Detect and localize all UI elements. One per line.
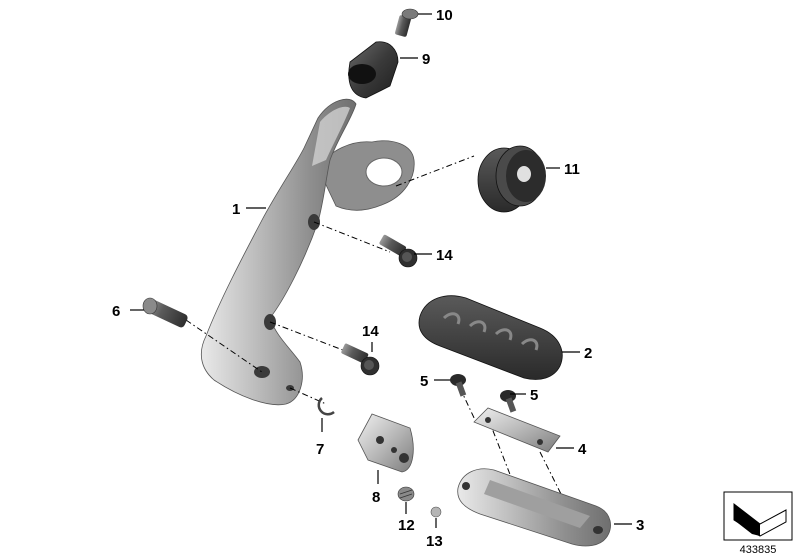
callout-10: 10	[436, 7, 453, 24]
bolt-part-14-upper	[379, 234, 418, 268]
callout-8: 8	[372, 489, 380, 506]
pin-part-6	[142, 297, 188, 328]
callout-5-left: 5	[420, 373, 428, 390]
damper-part-11	[477, 145, 546, 213]
ball-part-13	[430, 506, 442, 518]
callout-4: 4	[578, 441, 587, 458]
leader-lines	[130, 13, 632, 528]
bracket-part-1	[200, 98, 415, 406]
callout-2: 2	[584, 345, 592, 362]
callout-11: 11	[564, 161, 580, 178]
reference-number: 433835	[740, 544, 777, 556]
callout-5-right: 5	[530, 387, 538, 404]
cap-part-9	[348, 41, 399, 99]
callout-3: 3	[636, 517, 644, 534]
callout-7: 7	[316, 441, 324, 458]
callout-6: 6	[112, 303, 120, 320]
callout-12: 12	[398, 517, 415, 534]
callout-13: 13	[426, 533, 443, 550]
screw-part-5-left	[450, 374, 467, 397]
orientation-box: 433835	[723, 491, 793, 556]
screw-part-5-right	[500, 390, 517, 413]
clip-part-7	[317, 397, 335, 416]
bolt-part-14-lower	[341, 343, 380, 376]
callout-14-lower: 14	[362, 323, 379, 340]
footpeg-part-3	[457, 468, 611, 547]
footrest-rubber-part-2	[418, 295, 563, 380]
callout-14-upper: 14	[436, 247, 453, 264]
spring-part-12	[397, 486, 415, 502]
plate-part-8	[357, 413, 414, 473]
callout-1: 1	[232, 201, 240, 218]
callouts: 10 9 11 1 14 6 14 2 5 5 4 7 8 10 12 13 3…	[112, 7, 644, 550]
plate-part-4	[473, 407, 561, 453]
callout-9: 9	[422, 51, 430, 68]
bolt-part-10	[395, 8, 419, 37]
